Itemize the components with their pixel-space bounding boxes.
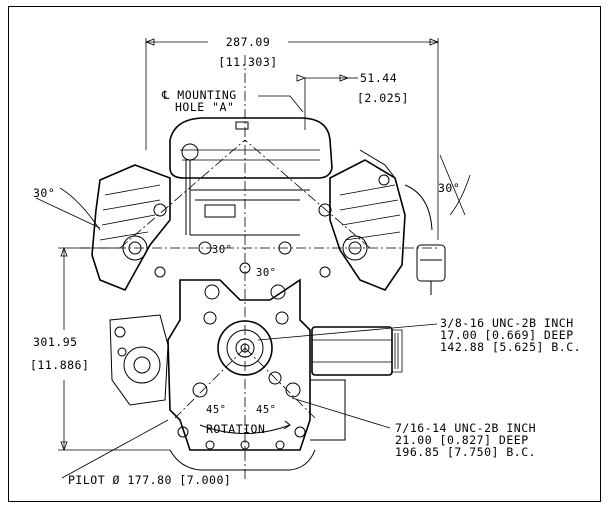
engine-outline [91, 117, 446, 471]
drawing-frame [8, 6, 601, 502]
height-mm-label: 301.95 [33, 335, 78, 349]
thread-upper-line3: 142.88 [5.625] B.C. [440, 340, 581, 354]
angle-left-label: 30° [33, 186, 55, 200]
angle-right-label: 30° [438, 181, 460, 195]
drawing-labels: 287.09 [11.303] 51.44 [2.025] ℄ MOUNTING… [30, 35, 581, 487]
width-in-label: [11.303] [218, 55, 277, 69]
height-in-label: [11.886] [30, 358, 89, 372]
thread-upper-line1: 3/8-16 UNC-2B INCH [440, 316, 574, 330]
mounting-hole-line1: ℄ MOUNTING [161, 88, 237, 102]
thread-lower-line2: 21.00 [0.827] DEEP [395, 433, 529, 447]
angle-center-left-label: 30° [212, 244, 232, 256]
thread-upper-line2: 17.00 [0.669] DEEP [440, 328, 574, 342]
angle-bottom-right-label: 45° [256, 404, 276, 416]
thread-lower-line1: 7/16-14 UNC-2B INCH [395, 421, 536, 435]
width-mm-label: 287.09 [226, 35, 271, 49]
offset-in-label: [2.025] [357, 91, 409, 105]
dimension-lines [35, 38, 471, 480]
angle-center-right-label: 30° [256, 267, 276, 279]
offset-mm-label: 51.44 [360, 71, 397, 85]
mounting-hole-line2: HOLE "A" [175, 100, 234, 114]
angle-bottom-left-label: 45° [206, 404, 226, 416]
thread-lower-line3: 196.85 [7.750] B.C. [395, 445, 536, 459]
pilot-label: PILOT Ø 177.80 [7.000] [68, 473, 231, 487]
rotation-label: ROTATION [206, 422, 265, 436]
